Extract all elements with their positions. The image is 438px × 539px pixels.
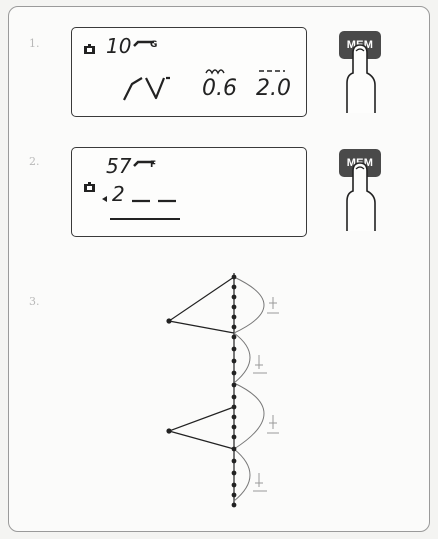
- finger-press-icon: [339, 31, 383, 113]
- step-3-label: 3.: [29, 295, 40, 308]
- step-2-label: 2.: [29, 155, 40, 168]
- stitch-pattern-diagram: [149, 265, 299, 515]
- stitch-length: 2.0: [256, 76, 291, 101]
- empty-slots-icon: [130, 198, 180, 204]
- presser-foot-icon: [132, 160, 160, 176]
- memory-slot-icon: [84, 182, 98, 193]
- memory-slot-icon: [84, 44, 98, 55]
- stitch-number: 57: [106, 154, 132, 178]
- mem-button-1[interactable]: MEM: [339, 31, 383, 113]
- finger-press-icon: [339, 149, 383, 231]
- foot-letter: F: [150, 160, 157, 170]
- presser-foot-icon: [132, 40, 160, 56]
- entry-underline: [110, 218, 180, 220]
- memory-entry-digit: 2: [112, 182, 125, 206]
- instruction-panel: 1. 10 G 0.6 2.0 MEM 2.: [8, 6, 430, 532]
- lcd-display-2: 57 F 2: [71, 147, 307, 237]
- lcd-display-1: 10 G 0.6 2.0: [71, 27, 307, 117]
- length-indicator-icon: [257, 68, 287, 74]
- mem-button-2[interactable]: MEM: [339, 149, 383, 231]
- foot-letter: G: [150, 40, 158, 50]
- stitch-width: 0.6: [202, 76, 237, 101]
- zigzag-stitch-icon: [122, 72, 182, 102]
- cursor-marker-icon: [102, 196, 108, 202]
- stitch-number: 10: [106, 34, 132, 58]
- step-1-label: 1.: [29, 37, 40, 50]
- width-indicator-icon: [204, 67, 230, 75]
